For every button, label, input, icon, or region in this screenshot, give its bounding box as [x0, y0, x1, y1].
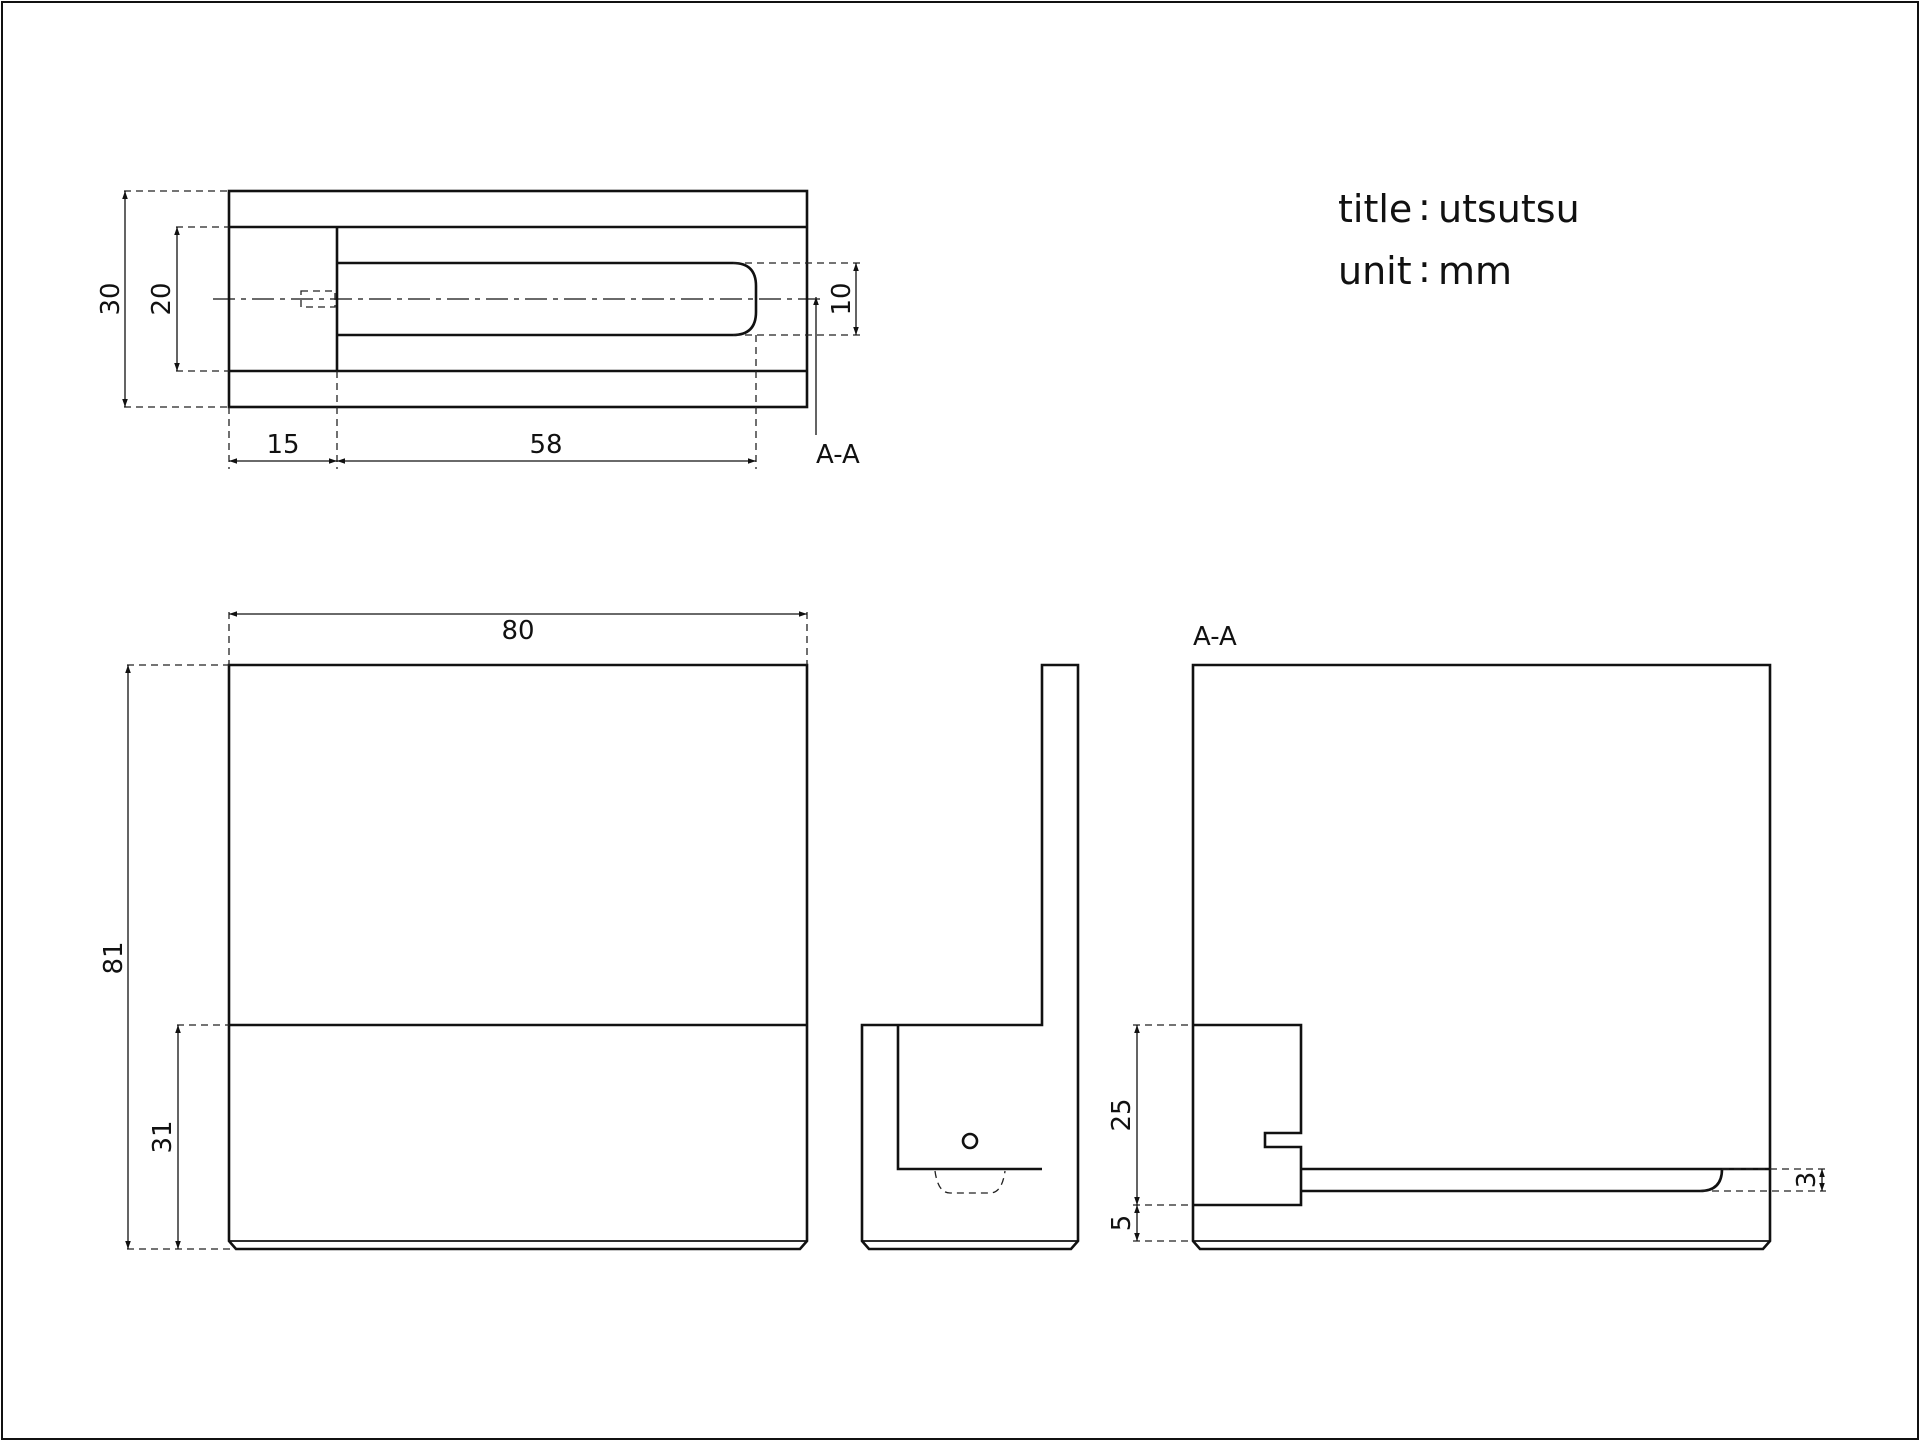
section-view-base-block [1193, 1023, 1303, 1207]
section-view: A-A 25 5 3 [1107, 622, 1826, 1251]
unit-label: unit [1338, 249, 1412, 293]
side-view [860, 663, 1080, 1251]
dim-text-15: 15 [266, 430, 299, 460]
section-label-top: A-A [816, 440, 860, 470]
side-view-outline [860, 663, 1080, 1251]
dim-text-25: 25 [1107, 1098, 1137, 1131]
dim-text-3: 3 [1792, 1172, 1822, 1189]
top-view: 30 20 10 15 58 A-A [96, 189, 864, 470]
dim-text-10: 10 [827, 282, 857, 315]
side-view-inner-block [896, 1025, 1042, 1171]
side-view-hole [961, 1132, 979, 1150]
dim-text-5: 5 [1107, 1215, 1137, 1232]
dim-text-20: 20 [147, 282, 177, 315]
unit-separator: : [1418, 247, 1431, 291]
title-separator: : [1418, 185, 1431, 229]
title-label: title [1338, 187, 1412, 231]
unit-value: mm [1438, 249, 1512, 293]
section-label-view: A-A [1193, 622, 1237, 652]
dim-text-31: 31 [148, 1120, 178, 1153]
side-view-hidden-groove [934, 1170, 1006, 1194]
dim-text-81: 81 [99, 941, 129, 974]
front-view: 80 81 31 [99, 611, 809, 1251]
top-view-hidden-hole [300, 290, 336, 308]
title-value: utsutsu [1438, 187, 1580, 231]
top-view-slot [337, 261, 758, 337]
title-block: title : utsutsu unit : mm [1338, 185, 1580, 293]
section-view-slot [1301, 1167, 1770, 1193]
section-view-outline [1191, 663, 1772, 1251]
dim-text-80: 80 [501, 616, 534, 646]
dim-text-30: 30 [96, 282, 126, 315]
front-view-outline [227, 663, 809, 1251]
dim-text-58: 58 [529, 430, 562, 460]
